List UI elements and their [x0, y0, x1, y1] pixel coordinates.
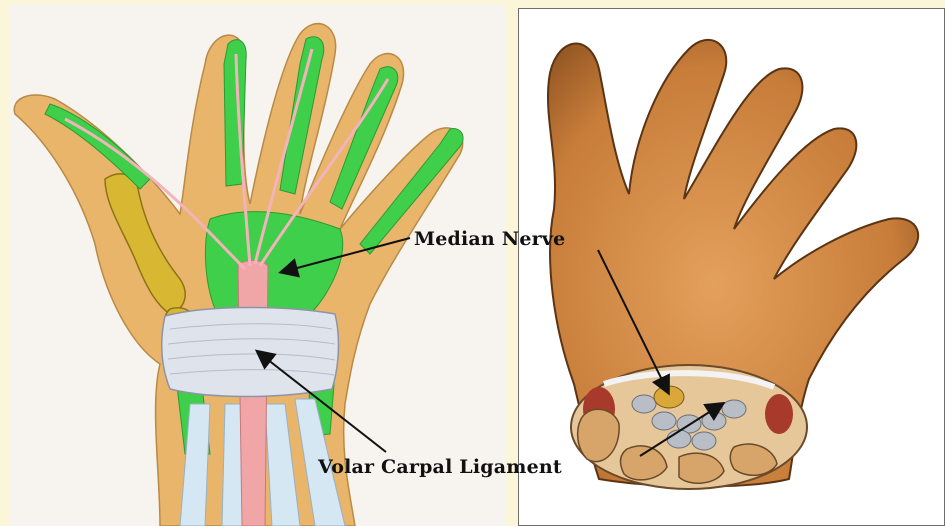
flexor-tendon-5: [722, 400, 746, 418]
hand-anatomy-illustration: [10, 4, 505, 526]
flexor-tendon-2: [652, 412, 676, 430]
hand-illustration-panel: [10, 4, 505, 526]
flexor-tendon-6: [667, 430, 691, 448]
flexor-tendon-7: [692, 432, 716, 450]
volar-carpal-ligament-label: Volar Carpal Ligament: [318, 456, 562, 478]
flexor-tendon-1: [632, 395, 656, 413]
volar-carpal-ligament: [162, 308, 339, 397]
hand-cross-section-panel: [518, 8, 945, 526]
cross-section-muscle-right: [765, 394, 793, 434]
median-nerve-label: Median Nerve: [414, 228, 565, 250]
flexor-tendon-4: [702, 412, 726, 430]
median-nerve-cross-section: [654, 386, 684, 408]
hand-cross-section-illustration: [519, 9, 944, 525]
